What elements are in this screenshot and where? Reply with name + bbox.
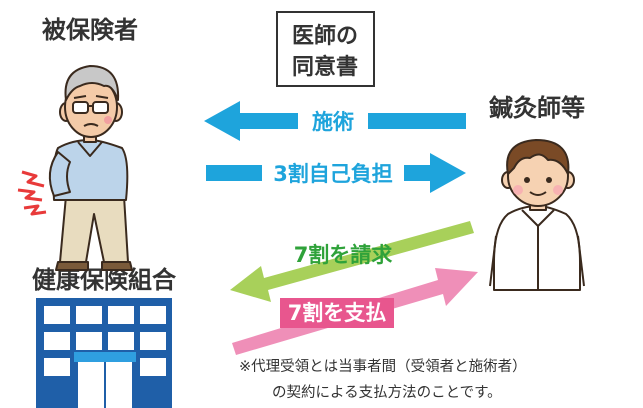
payment-arrow: 7割を支払 (232, 268, 478, 355)
note-line-2: の契約による支払方法のことです。 (272, 384, 502, 401)
claim-arrow: 7割を請求 (230, 221, 474, 302)
claim-arrow-label: 7割を請求 (294, 243, 393, 267)
doctor-consent-line1: 医師の (292, 23, 358, 49)
copay-arrow: 3割自己負担 (206, 153, 466, 193)
treatment-arrow-label: 施術 (312, 110, 354, 134)
practitioner-illustration (489, 139, 585, 291)
treatment-arrow: 施術 (204, 101, 466, 141)
note-line-1: ※代理受領とは当事者間（受領者と施術者） (239, 358, 527, 375)
elderly-patient-illustration (48, 65, 133, 271)
insured-label: 被保険者 (42, 16, 138, 44)
payment-arrow-label: 7割を支払 (288, 301, 387, 325)
doctor-consent-box: 医師の 同意書 (276, 11, 375, 87)
practitioner-label: 鍼灸師等 (489, 94, 585, 122)
doctor-consent-line2: 同意書 (292, 54, 358, 80)
copay-arrow-label: 3割自己負担 (273, 162, 393, 186)
pain-mark-icon (17, 170, 47, 216)
building-illustration (36, 298, 172, 408)
